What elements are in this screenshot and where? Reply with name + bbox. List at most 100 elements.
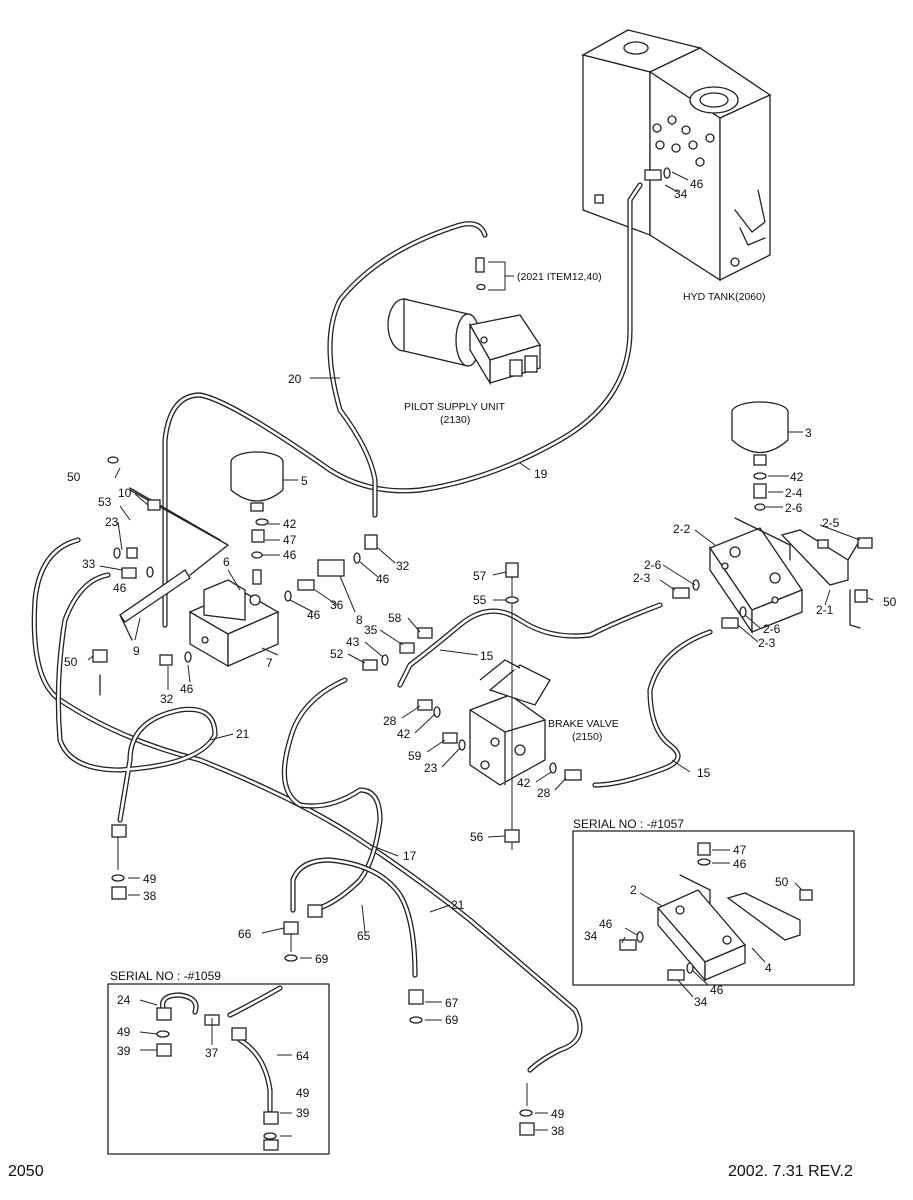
callout-9: 9 [133, 644, 140, 658]
callout-i-37: 37 [205, 1046, 219, 1060]
callout-55: 55 [473, 593, 487, 607]
callout-i-64: 64 [296, 1049, 310, 1063]
callout-69b: 69 [445, 1013, 459, 1027]
brake-valve [469, 562, 551, 850]
callout-15a: 15 [480, 649, 494, 663]
hose-21a [31, 537, 583, 1073]
callout-42a: 42 [283, 517, 297, 531]
serial-1057-caption: SERIAL NO : -#1057 [573, 817, 684, 831]
brake-valve-caption: BRAKE VALVE [548, 718, 619, 730]
callout-15b: 15 [697, 766, 711, 780]
hose-17 [281, 677, 383, 911]
callout-23a: 23 [105, 515, 119, 529]
callout-s-34b: 34 [694, 995, 708, 1009]
callout-2-4: 2-4 [785, 486, 803, 500]
callout-i-24: 24 [117, 993, 131, 1007]
callout-2-3a: 2-3 [633, 571, 651, 585]
callout-20: 20 [288, 372, 302, 386]
callout-49a: 49 [143, 872, 157, 886]
hose-65 [290, 857, 418, 978]
callout-46c: 46 [376, 572, 390, 586]
hydraulic-tank [581, 29, 772, 282]
callout-69a: 69 [315, 952, 329, 966]
callout-52: 52 [330, 647, 344, 661]
callout-2-5: 2-5 [822, 516, 840, 530]
callout-32b: 32 [160, 692, 174, 706]
hose-20 [327, 221, 488, 518]
hose-15b [592, 629, 713, 788]
callout-3: 3 [805, 426, 812, 440]
hose-15a [397, 602, 663, 688]
small-fittings-left [92, 456, 378, 666]
callout-21a: 21 [236, 727, 250, 741]
callout-5: 5 [301, 474, 308, 488]
hoses [31, 182, 713, 1073]
bottom-fittings [111, 824, 535, 1136]
callout-46b: 46 [307, 608, 321, 622]
callout-58: 58 [388, 611, 402, 625]
callout-6: 6 [223, 555, 230, 569]
callout-57: 57 [473, 569, 487, 583]
callout-s-46a: 46 [733, 857, 747, 871]
callout-2-1: 2-1 [816, 603, 834, 617]
callout-46f: 46 [180, 682, 194, 696]
callout-s-34a: 34 [584, 929, 598, 943]
bracket-9 [99, 487, 229, 696]
callout-46a: 46 [283, 548, 297, 562]
callout-numbers: 20 19 5 42 47 46 6 7 8 36 46 46 32 50 53… [64, 372, 897, 1138]
page-code: 2050 [8, 1163, 44, 1180]
callout-s-4: 4 [765, 961, 772, 975]
callout-19: 19 [534, 467, 548, 481]
callout-21b: 21 [451, 898, 465, 912]
callout-38b: 38 [551, 1124, 565, 1138]
callout-i-39b: 39 [296, 1106, 310, 1120]
callout-67: 67 [445, 996, 459, 1010]
callout-2-2: 2-2 [673, 522, 691, 536]
callout-66: 66 [238, 927, 252, 941]
callout-50a: 50 [67, 470, 81, 484]
callout-32a: 32 [396, 559, 410, 573]
accumulator-3 [731, 401, 803, 511]
callout-49b: 49 [551, 1107, 565, 1121]
callout-35: 35 [364, 623, 378, 637]
callout-38a: 38 [143, 889, 157, 903]
hose-24 [160, 992, 199, 1015]
callout-50b: 50 [64, 655, 78, 669]
callout-65: 65 [357, 929, 371, 943]
leader-lines [87, 377, 874, 1137]
callout-i-49a: 49 [117, 1025, 131, 1039]
pilot-supply-code: (2130) [440, 414, 470, 426]
accumulator-5 [230, 451, 298, 512]
pilot-ref-caption: (2021 ITEM12,40) [517, 271, 602, 283]
callout-i-39a: 39 [117, 1044, 131, 1058]
serial-1059-inset [107, 983, 330, 1155]
callout-42d: 42 [517, 776, 531, 790]
serial-1057-inset [572, 830, 855, 986]
hyd-tank-caption: HYD TANK(2060) [683, 291, 765, 303]
hose-19 [162, 182, 643, 628]
valve-block-7 [188, 569, 280, 668]
callout-28b: 28 [537, 786, 551, 800]
callout-50c: 50 [883, 595, 897, 609]
callout-s-47: 47 [733, 843, 747, 857]
callout-46e: 46 [113, 581, 127, 595]
tank-fitting-34 [644, 167, 689, 193]
callout-59: 59 [408, 749, 422, 763]
valve-block-2 [709, 517, 803, 635]
callout-2-6a: 2-6 [785, 501, 803, 515]
fittings-2-3 [672, 579, 747, 629]
pilot-supply-caption: PILOT SUPPLY UNIT [404, 401, 506, 413]
callout-28a: 28 [383, 714, 397, 728]
callout-36: 36 [330, 598, 344, 612]
callout-47a: 47 [283, 533, 297, 547]
callout-s-2: 2 [630, 883, 637, 897]
hose-21b [55, 572, 218, 823]
callout-43: 43 [346, 635, 360, 649]
callout-i-49b: 49 [296, 1086, 310, 1100]
callout-42c: 42 [397, 727, 411, 741]
hose-64 [227, 985, 283, 1113]
callout-s-46b: 46 [599, 917, 613, 931]
bracket-2-1 [780, 529, 873, 629]
callout-56: 56 [470, 830, 484, 844]
